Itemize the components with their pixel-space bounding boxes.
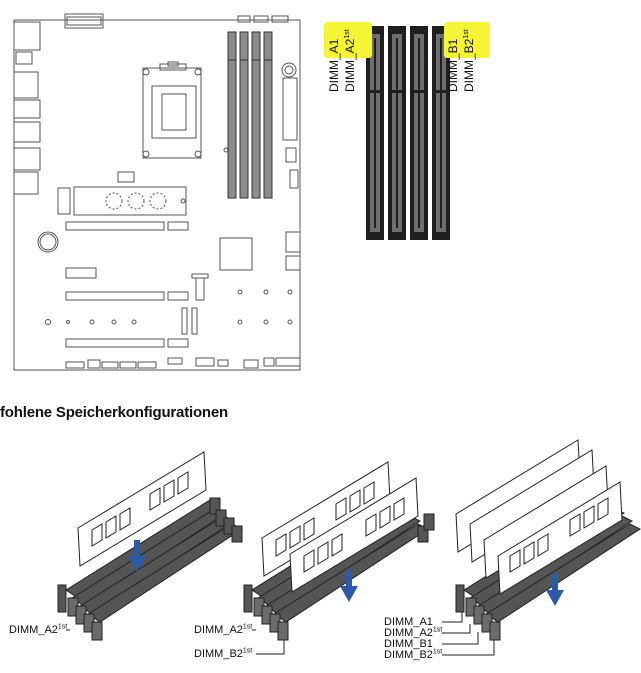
board-outline — [13, 19, 301, 371]
config-3-label-b1: DIMM_B1 — [384, 638, 433, 650]
highlight-b — [444, 22, 490, 58]
slot-label-b2: DIMM_B21st — [462, 29, 476, 92]
section-heading: fohlene Speicherkonfigurationen — [0, 404, 228, 421]
config-1-arrow — [128, 540, 146, 572]
slot-label-b1: DIMM_B1 — [446, 38, 460, 92]
config-3-label-b2: DIMM_B21st — [384, 648, 443, 661]
config-1-illustration — [57, 451, 244, 641]
board-dimm-2 — [239, 31, 249, 199]
cpu-socket — [142, 67, 202, 159]
board-dimm-3 — [251, 31, 261, 199]
config-2-label-b2: DIMM_B21st — [194, 647, 253, 660]
highlight-a — [324, 22, 372, 58]
config-2-label-a2: DIMM_A21st — [194, 623, 253, 636]
slot-label-a2: DIMM_A21st — [343, 29, 357, 92]
board-dimm-4 — [263, 31, 273, 199]
config-3-illustration — [442, 439, 641, 656]
config-1-label-a2: DIMM_A21st — [9, 623, 68, 636]
config-3-label-a1: DIMM_A1 — [384, 616, 433, 628]
config-2-illustration — [243, 461, 435, 655]
dimm-slots-enlarged — [366, 26, 450, 240]
config-3-label-a2: DIMM_A21st — [384, 626, 443, 639]
board-dimm-1 — [227, 31, 237, 199]
slot-label-a1: DIMM_A1 — [327, 38, 341, 92]
